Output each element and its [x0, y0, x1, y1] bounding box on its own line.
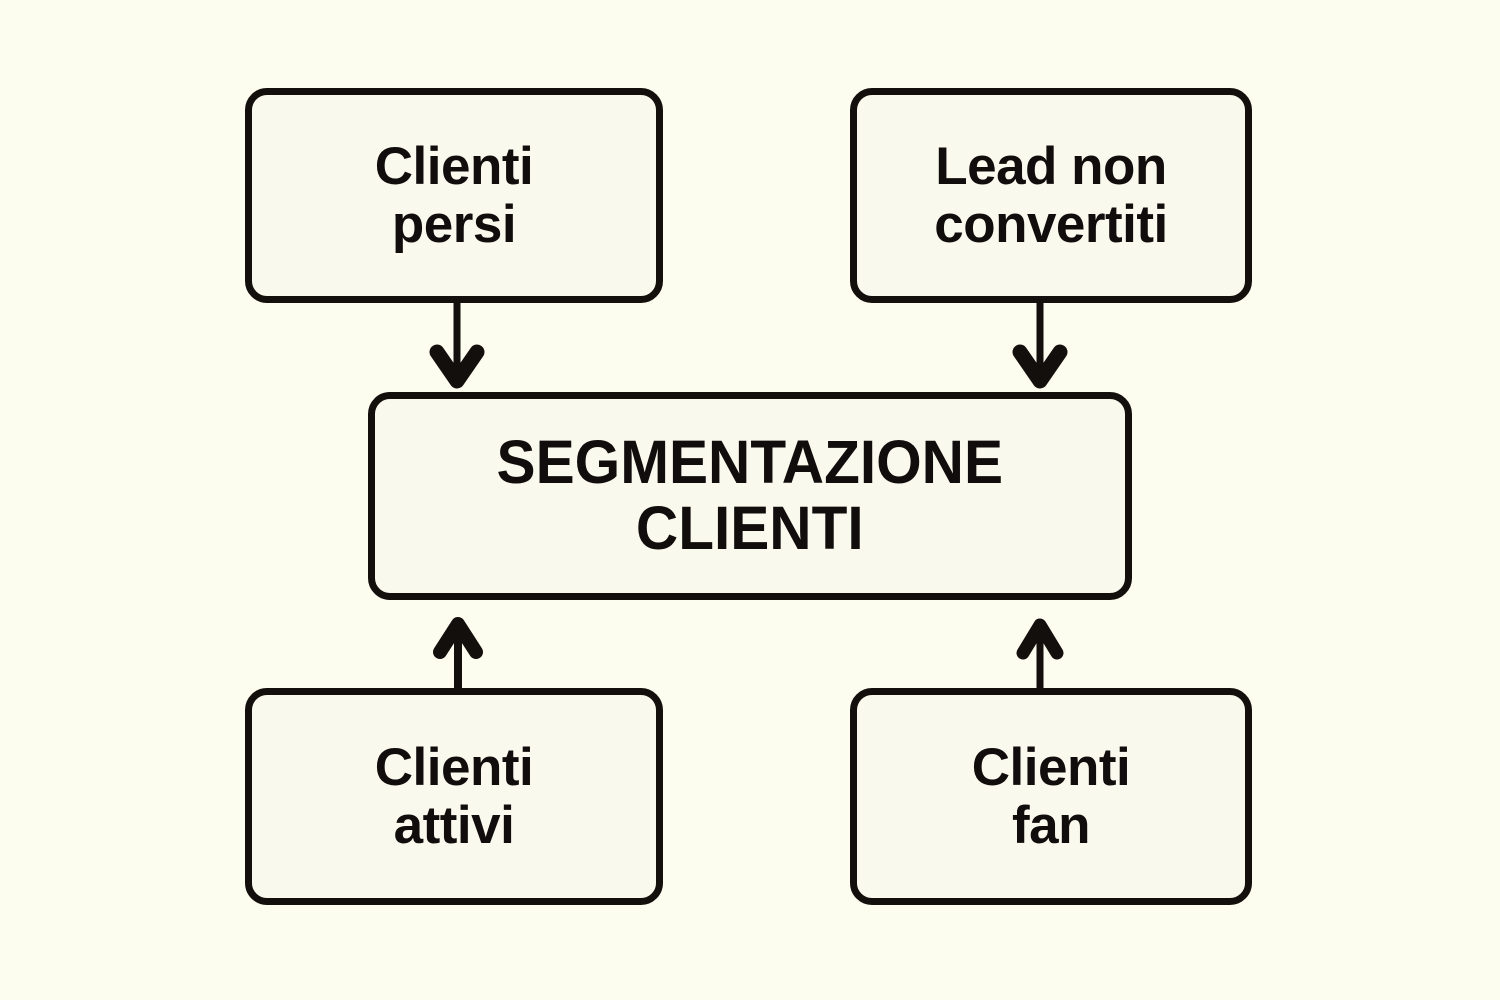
- node-lead-non-convertiti[interactable]: Lead non convertiti: [850, 88, 1252, 303]
- node-clienti-attivi-label: Clienti attivi: [374, 738, 534, 855]
- edge-fan-to-segmentazione-arrow: [1016, 618, 1064, 688]
- node-clienti-attivi[interactable]: Clienti attivi: [245, 688, 663, 905]
- node-clienti-persi[interactable]: Clienti persi: [245, 88, 663, 303]
- edge-lead-to-segmentazione-arrow: [1012, 303, 1068, 389]
- node-segmentazione-clienti-label: SEGMENTAZIONE CLIENTI: [496, 428, 1004, 562]
- node-segmentazione-clienti[interactable]: SEGMENTAZIONE CLIENTI: [368, 392, 1132, 600]
- node-clienti-fan-label: Clienti fan: [971, 738, 1131, 855]
- node-clienti-fan[interactable]: Clienti fan: [850, 688, 1252, 905]
- node-clienti-persi-label: Clienti persi: [374, 137, 534, 254]
- edge-attivi-to-segmentazione-arrow: [433, 617, 483, 688]
- edge-persi-to-segmentazione-arrow: [429, 303, 485, 389]
- node-lead-non-convertiti-label: Lead non convertiti: [934, 137, 1168, 254]
